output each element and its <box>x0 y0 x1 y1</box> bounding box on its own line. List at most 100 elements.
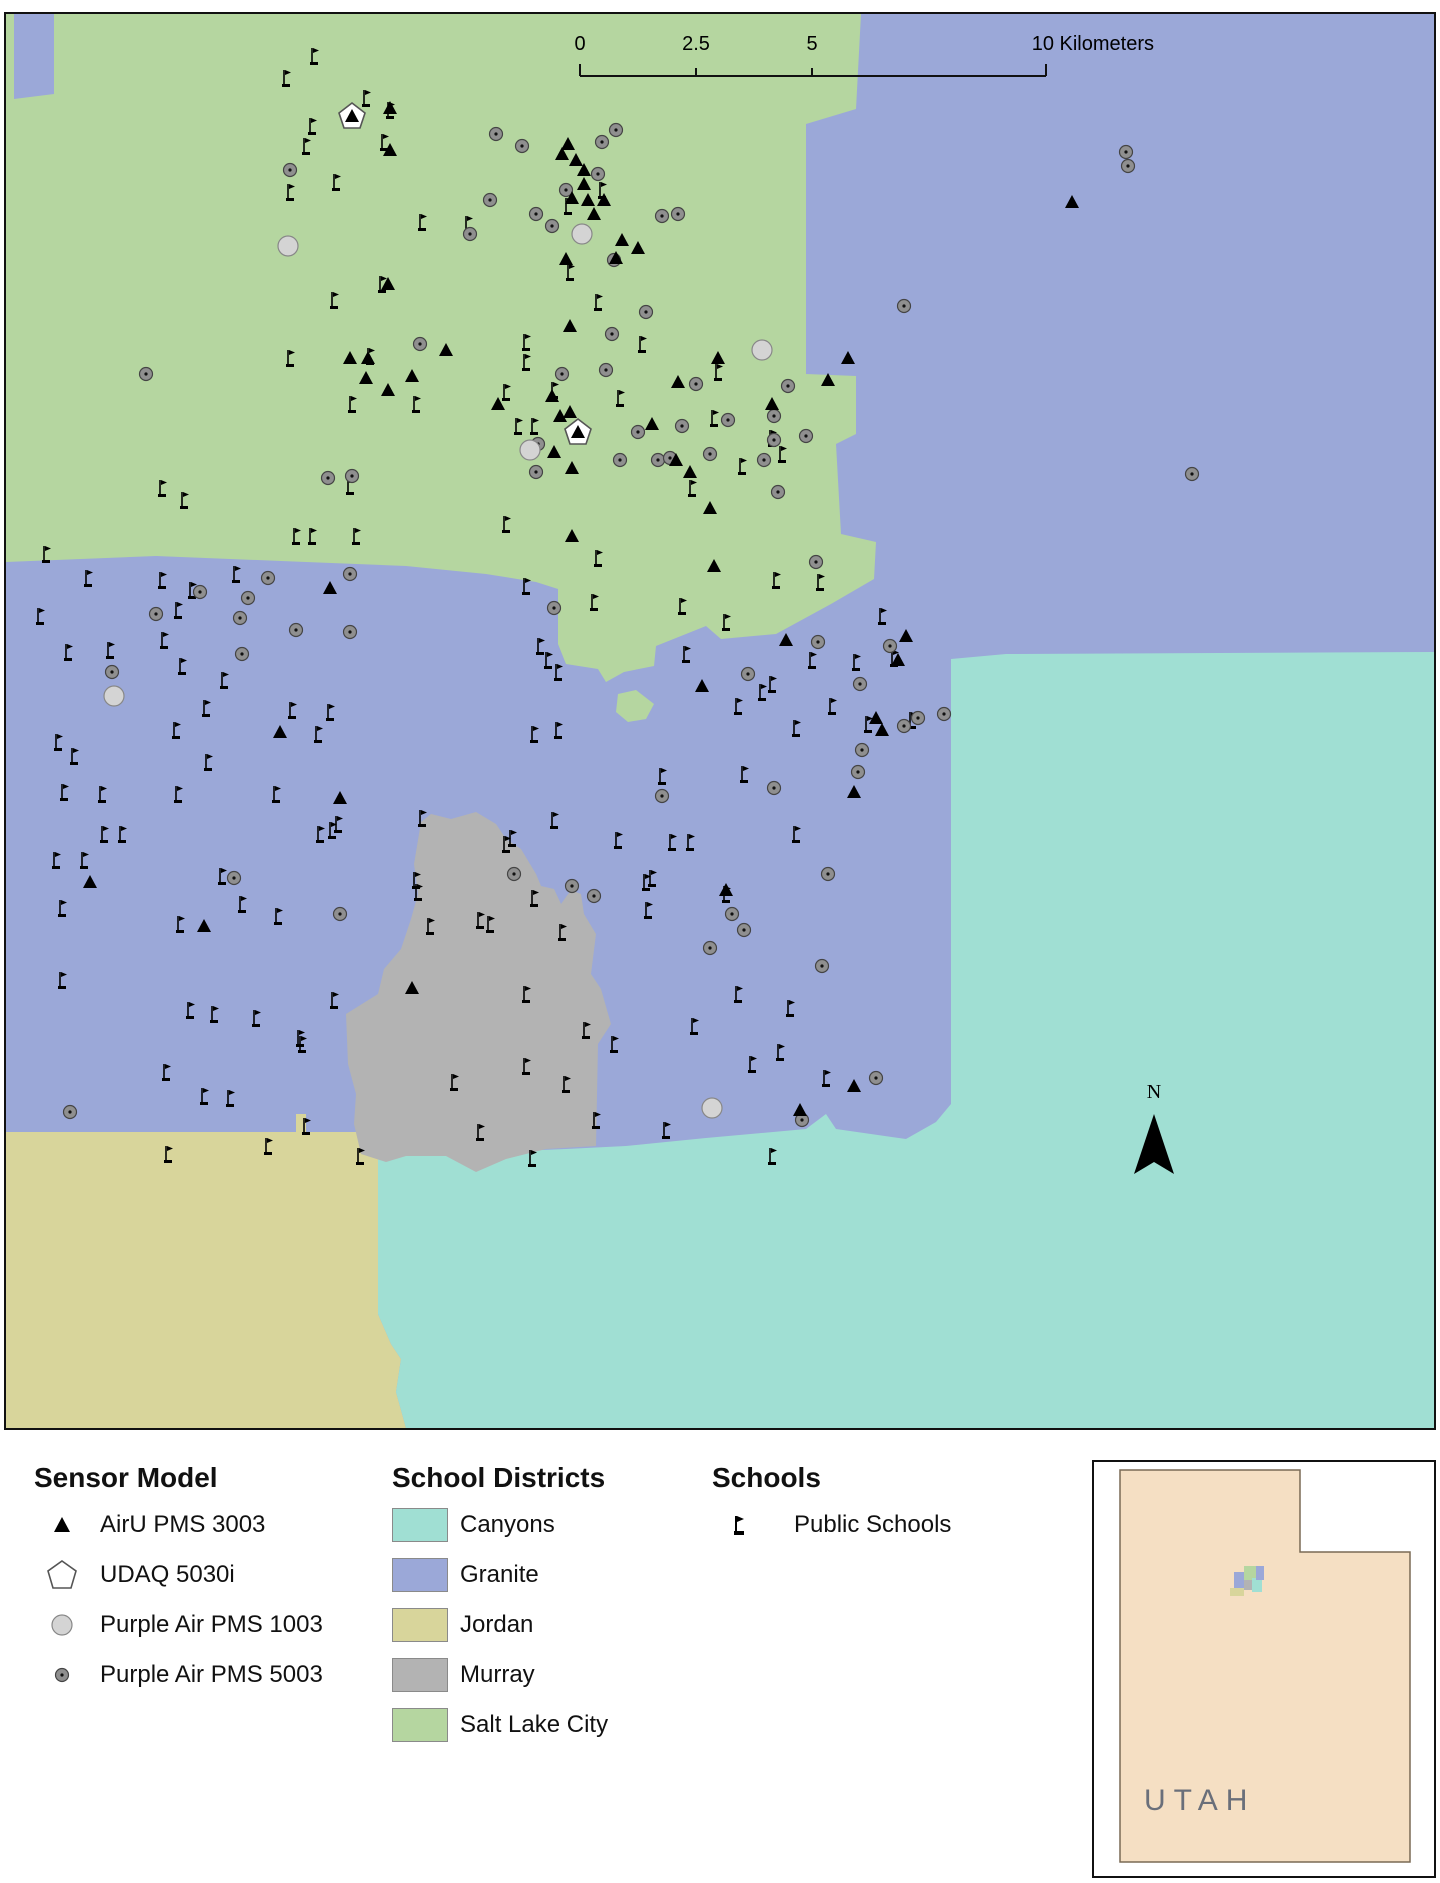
school-flag-icon <box>220 672 229 689</box>
airu-3003-marker <box>359 371 373 384</box>
utah-inset-map: UTAH <box>1092 1460 1436 1878</box>
school-flag-icon <box>792 826 801 843</box>
purple-air-1003-marker <box>519 439 541 461</box>
purple-air-5003-marker <box>412 336 428 352</box>
legend-item-jordan: Jordan <box>392 1600 608 1650</box>
school-flag-icon <box>758 684 767 701</box>
school-flag-icon <box>158 480 167 497</box>
legend-item-label: Canyons <box>460 1511 555 1538</box>
purple-air-5003-marker <box>882 638 898 654</box>
legend-item-label: Jordan <box>460 1611 534 1638</box>
school-flag-icon <box>658 768 667 785</box>
school-flag-icon <box>558 924 567 941</box>
legend-item-public-schools: Public Schools <box>712 1500 951 1550</box>
school-flag-icon <box>852 654 861 671</box>
school-flag-icon <box>80 852 89 869</box>
udaq-5030i-layer <box>338 101 592 445</box>
school-flag-icon <box>686 834 695 851</box>
airu-3003-marker <box>669 453 683 466</box>
airu-3003-layer <box>83 101 1079 1116</box>
school-flag-icon <box>286 350 295 367</box>
airu-3003-marker <box>383 143 397 156</box>
school-flag-icon <box>302 138 311 155</box>
school-flag-icon <box>298 1036 307 1053</box>
legend-districts-title: School Districts <box>392 1462 606 1493</box>
school-flag-icon <box>84 570 93 587</box>
utah-state-shape <box>1119 1469 1411 1863</box>
purple-air-5003-marker <box>736 922 752 938</box>
district-map: 0 2.5 5 10 Kilometers N <box>6 14 1434 1428</box>
purple-air-5003-marker <box>282 162 298 178</box>
airu-3003-marker <box>847 1079 861 1092</box>
purple-air-5003-marker <box>138 366 154 382</box>
school-flag-icon <box>426 918 435 935</box>
airu-3003-marker <box>405 981 419 994</box>
airu-3003-marker <box>577 177 591 190</box>
school-flag-icon <box>252 1010 261 1027</box>
inset-state-label: UTAH <box>1144 1784 1255 1817</box>
udaq-5030i-marker <box>338 101 366 129</box>
school-flag-icon <box>418 214 427 231</box>
school-flag-icon <box>662 1122 671 1139</box>
school-flag-icon <box>614 832 623 849</box>
purple-air-5003-marker <box>604 326 620 342</box>
airu-3003-marker <box>569 153 583 166</box>
purple-air-5003-marker <box>332 906 348 922</box>
school-flag-icon <box>162 1064 171 1081</box>
school-flag-icon <box>768 676 777 693</box>
airu-3003-marker <box>577 163 591 176</box>
legend-schools-title: Schools <box>712 1462 821 1493</box>
purple-air-5003-marker <box>868 1070 884 1086</box>
airu-3003-marker <box>83 875 97 888</box>
purple-air-5003-marker <box>612 452 628 468</box>
school-flag-icon <box>544 652 553 669</box>
pentagon-icon <box>34 1559 90 1591</box>
school-flag-icon <box>734 986 743 1003</box>
purple-air-5003-marker <box>896 298 912 314</box>
school-flag-icon <box>314 726 323 743</box>
north-label: N <box>1147 1081 1161 1103</box>
airu-3003-marker <box>609 251 623 264</box>
school-flag-icon <box>734 698 743 715</box>
school-flag-icon <box>536 638 545 655</box>
purple-air-5003-marker <box>670 206 686 222</box>
school-flag-icon <box>42 546 51 563</box>
airu-3003-marker <box>891 653 905 666</box>
purple-air-5003-marker <box>506 866 522 882</box>
legend-item-udaq: UDAQ 5030i <box>34 1550 323 1600</box>
legend-item-airu: AirU PMS 3003 <box>34 1500 323 1550</box>
purple-air-1003-marker <box>277 235 299 257</box>
school-flag-icon <box>348 396 357 413</box>
airu-3003-marker <box>793 1103 807 1116</box>
purple-air-5003-marker <box>740 666 756 682</box>
school-flag-icon <box>738 458 747 475</box>
purple-air-5003-marker <box>1118 144 1134 160</box>
legend-item-label: AirU PMS 3003 <box>100 1511 266 1538</box>
school-flag-icon <box>36 608 45 625</box>
school-flag-icon <box>688 480 697 497</box>
school-flag-icon <box>362 90 371 107</box>
airu-3003-marker <box>545 389 559 402</box>
school-flag-icon <box>272 786 281 803</box>
school-flag-icon <box>330 292 339 309</box>
airu-3003-marker <box>587 207 601 220</box>
purple-air-1003-layer <box>103 223 773 1119</box>
school-flag-icon <box>792 720 801 737</box>
school-flag-icon <box>450 1074 459 1091</box>
school-flag-icon <box>592 1112 601 1129</box>
school-flag-icon <box>174 602 183 619</box>
school-flag-icon <box>326 704 335 721</box>
purple-air-1003-marker <box>751 339 773 361</box>
school-flag-icon <box>638 336 647 353</box>
purple-air-5003-marker <box>808 554 824 570</box>
school-flag-icon <box>772 572 781 589</box>
public-schools-layer <box>36 48 917 1167</box>
school-flag-icon <box>616 390 625 407</box>
school-flag-icon <box>356 1148 365 1165</box>
school-flag-icon <box>172 722 181 739</box>
airu-3003-marker <box>1065 195 1079 208</box>
school-flag-icon <box>550 812 559 829</box>
purple-air-5003-marker <box>766 780 782 796</box>
purple-air-5003-marker <box>702 446 718 462</box>
school-flag-icon <box>328 822 337 839</box>
